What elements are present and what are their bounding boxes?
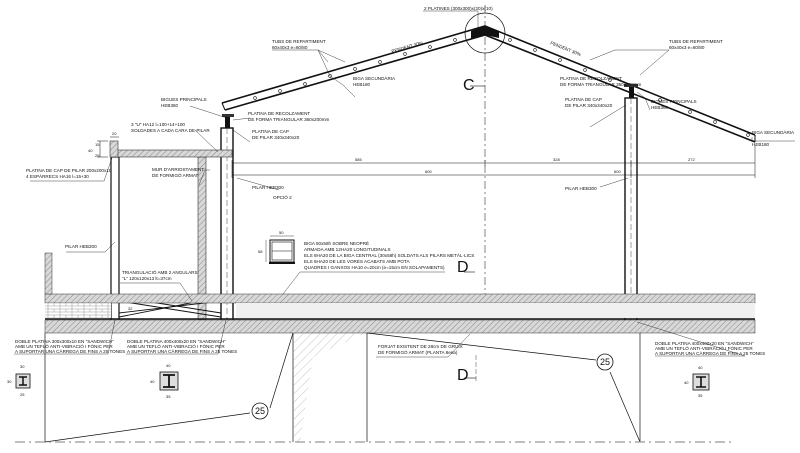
column-section-a: 30 30 25 bbox=[7, 364, 31, 397]
dim: 35 bbox=[698, 393, 703, 398]
label: AMB UN TEFLÓ ANTI-VIBRACIÓ I FÒNIC PER bbox=[127, 343, 225, 349]
label: DE FORMA TRIANGULAR 360x200mm bbox=[560, 82, 642, 87]
dim: 30 bbox=[20, 364, 25, 369]
concrete-beam bbox=[110, 149, 233, 158]
dim-272: 272 bbox=[688, 157, 695, 162]
label: AMB UN TEFLÓ ANTI-VIBRACIÓ I FÒNIC PER bbox=[15, 343, 113, 349]
dim-40: 40 bbox=[88, 148, 93, 153]
label: "L" 120x120x13 lt=37cm bbox=[122, 276, 172, 281]
upper-slab bbox=[44, 293, 756, 304]
label: DE FORMIGÓ ARMAT (PLANTA 8ena) bbox=[378, 349, 458, 355]
dim-50: 50 bbox=[279, 230, 284, 235]
dim: 40 bbox=[684, 380, 689, 385]
roof bbox=[221, 12, 756, 143]
dim: 35 bbox=[166, 394, 171, 399]
existing-floor-slab bbox=[44, 319, 756, 334]
annotations: 2 PLATINES (300x300)x(20)x(10) TUBS DE R… bbox=[15, 6, 795, 356]
dim: 40 bbox=[166, 363, 171, 368]
label: TUBS DE REPARTIMENT bbox=[669, 39, 723, 44]
dim-58: 58 bbox=[258, 249, 263, 254]
label: MUR D'ARRIOSTAMENT bbox=[152, 167, 204, 172]
label: BIGUES PRINCIPALS bbox=[651, 99, 697, 104]
dim-32: 32 bbox=[128, 306, 133, 311]
column-section-b: 40 40 35 bbox=[150, 363, 179, 399]
label: PILAR HEB300 bbox=[565, 186, 597, 191]
label: 3 "U" HA12 l=100+14+100 bbox=[131, 122, 185, 127]
label: PLATINA DE RECOLZAMENT bbox=[560, 76, 622, 81]
section-marker-d-bottom: D bbox=[457, 367, 469, 384]
label: PLATINA DE CAP DE PILAR 200x200x10 bbox=[26, 168, 112, 173]
label: A SUPORTAR UNA CÀRREGA DE FINS A 25 TONE… bbox=[15, 348, 125, 354]
label: PLATINA DE RECOLZAMENT bbox=[248, 111, 310, 116]
label: HEB180 bbox=[353, 82, 371, 87]
label: FORJAT EXISTENT DE 28cm DE GRUIX bbox=[378, 344, 463, 349]
detail-number: 25 bbox=[600, 357, 610, 367]
dim-20: 20 bbox=[112, 131, 117, 136]
dimensions bbox=[97, 136, 756, 178]
label: HEB360 bbox=[161, 103, 179, 108]
label: PILAR HEB300 bbox=[252, 185, 284, 190]
dim-585: 585 bbox=[355, 157, 362, 162]
label: BIGA 50x58h SOBRE NEOPRÈ bbox=[304, 240, 369, 246]
column-section-c: 40 40 35 bbox=[684, 365, 710, 398]
label: ARMADA AMB 12HA20 LONGITUDINALS bbox=[304, 247, 391, 252]
label: 4 ESPÀRRECS HA16 l=15+30 bbox=[26, 173, 89, 179]
label: BIGUES PRINCIPALS bbox=[161, 97, 207, 102]
label: TRIANGULACIÓ AMB 2 ANGULARS bbox=[122, 269, 198, 275]
label: AMB UN TEFLÓ ANTI-VIBRACIÓ I FÒNIC PER bbox=[655, 345, 753, 351]
dim-25: 25 bbox=[95, 153, 100, 158]
label: A SUPORTAR UNA CÀRREGA DE FINS A 25 TONE… bbox=[127, 348, 237, 354]
dim: 30 bbox=[7, 379, 12, 384]
brick-wall bbox=[45, 303, 111, 318]
slope-label: PENDENT 30% bbox=[391, 40, 423, 54]
label: DE FORMA TRIANGULAR 360x200mm bbox=[248, 117, 330, 122]
label: PLATINA DE CAP bbox=[565, 97, 602, 102]
dim-15: 15 bbox=[95, 142, 100, 147]
ridge-plates-label: 2 PLATINES (300x300)x(20)x(10) bbox=[424, 6, 493, 11]
label: DOBLE PLATINA 400x400x20 EN "SANDWICH" bbox=[655, 341, 754, 346]
section-marker-c: C bbox=[463, 77, 475, 94]
detail-number: 25 bbox=[255, 406, 265, 416]
label: HEB360 bbox=[651, 105, 669, 110]
dim-328: 328 bbox=[553, 157, 560, 162]
columns bbox=[109, 84, 638, 322]
label: OPCIÓ 2 bbox=[273, 194, 292, 200]
label: DE PILAR 340x340x20 bbox=[565, 103, 613, 108]
label: SOLDADES A CADA CARA DE PILAR bbox=[131, 128, 210, 133]
label: 60x40x3 e=60/80 bbox=[669, 45, 705, 50]
label: PLATINA DE CAP bbox=[252, 129, 289, 134]
label: PILAR HEB200 bbox=[65, 244, 97, 249]
label: DE PILAR 340x340x20 bbox=[252, 135, 300, 140]
label: BIGA SECUNDÀRIA bbox=[353, 75, 396, 81]
label: DOBLE PLATINA 400x400x20 EN "SANDWICH" bbox=[127, 339, 226, 344]
label-biga-secundaria-right: BIGA SECUNDÀRIA bbox=[752, 129, 795, 135]
dim: 25 bbox=[20, 392, 25, 397]
section-marker-d-top: D bbox=[457, 259, 469, 276]
lower-structure bbox=[44, 332, 641, 443]
leader-lines bbox=[14, 10, 795, 358]
detail-callout-right: 25 bbox=[596, 353, 614, 371]
label: ELS 6HA20 DE LES VORES ACABATS AMB POTA bbox=[304, 259, 410, 264]
beam-cross-section: 50 58 bbox=[258, 230, 295, 264]
label: 60x40x3 e=60/80 bbox=[272, 45, 308, 50]
dim: 40 bbox=[698, 365, 703, 370]
dim: 40 bbox=[150, 379, 155, 384]
label: DE FORMIGÓ ARMAT bbox=[152, 172, 199, 178]
label: QUADRES I GANXOS HA10 e=20cm (e=15cm EN … bbox=[304, 265, 445, 270]
ridge-detail-circle bbox=[464, 12, 506, 54]
detail-callout-left: 25 bbox=[251, 402, 269, 420]
label: ELS 8HA20 DE LA BIGA CENTRAL (30x58h) SO… bbox=[304, 252, 474, 258]
label: DOBLE PLATINA 300x300x10 EN "SANDWICH" bbox=[15, 339, 114, 344]
label: TUBS DE REPARTIMENT bbox=[272, 39, 326, 44]
label: HEB180 bbox=[752, 142, 770, 147]
dim-600-left: 600 bbox=[425, 169, 432, 174]
label: A SUPORTAR UNA CÀRREGA DE FINS A 25 TONE… bbox=[655, 350, 765, 356]
dim-600-right: 600 bbox=[614, 169, 621, 174]
